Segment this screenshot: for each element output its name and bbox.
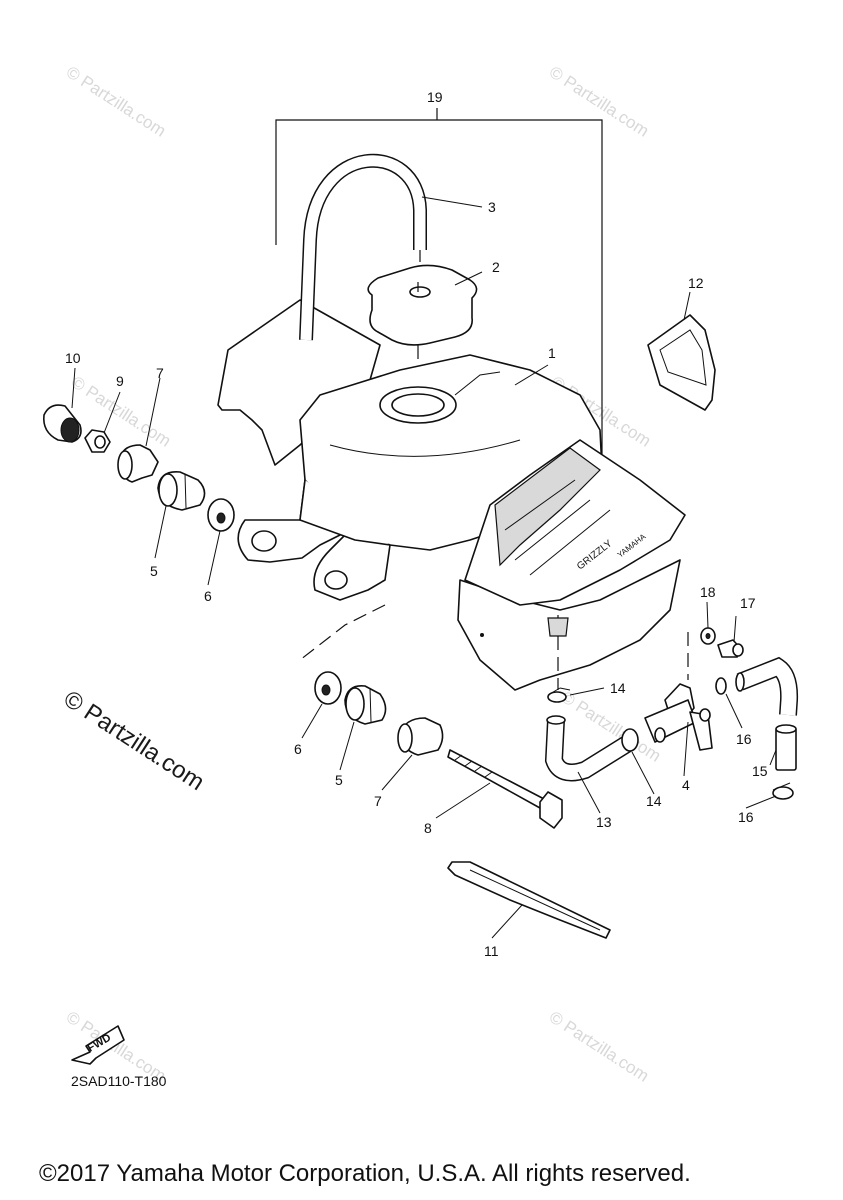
callout-9: 9	[116, 373, 124, 389]
callout-15: 15	[752, 763, 768, 779]
callout-6: 6	[204, 588, 212, 604]
bolt-8	[447, 749, 563, 829]
clip-16a	[715, 677, 727, 695]
diagram-code: 2SAD110-T180	[71, 1073, 167, 1089]
callout-4: 4	[682, 777, 690, 793]
nut-9	[84, 429, 111, 453]
callout-16: 16	[736, 731, 752, 747]
callout-11: 11	[484, 943, 499, 959]
callout-18: 18	[700, 584, 716, 600]
callout-14: 14	[610, 680, 626, 696]
callout-2: 2	[492, 259, 500, 275]
callout-10: 10	[65, 350, 81, 366]
cap-10	[42, 404, 82, 443]
pad-11	[447, 861, 611, 939]
callout-7: 7	[156, 365, 164, 381]
callout-5: 5	[335, 772, 343, 788]
washer-6a	[207, 498, 235, 532]
breather-hose-inner	[300, 155, 426, 341]
washer-18	[700, 627, 716, 645]
damper-5a	[157, 471, 206, 511]
callout-12: 12	[688, 275, 704, 291]
callout-3: 3	[488, 199, 496, 215]
callout-6: 6	[294, 741, 302, 757]
copyright-notice: ©2017 Yamaha Motor Corporation, U.S.A. A…	[39, 1160, 691, 1187]
callout-19: 19	[427, 89, 443, 105]
callout-1: 1	[548, 345, 556, 361]
tank-cover-shape	[217, 299, 381, 466]
assembly-bracket-19	[275, 108, 603, 510]
collar-7b	[397, 717, 444, 756]
callouts: 19 3 2 12 1 10 7 9 5 6 18 17 14 16 15 6 …	[65, 89, 768, 959]
clip-16b	[772, 782, 794, 800]
clip-14b	[621, 728, 639, 752]
mount-reference-line	[299, 604, 386, 661]
damper-5b	[344, 684, 387, 725]
screw-17	[717, 639, 744, 658]
fuel-cap	[367, 264, 478, 390]
leader-lines	[71, 196, 777, 939]
watermark-large: © Partzilla.com	[59, 685, 209, 796]
callout-16: 16	[738, 809, 754, 825]
callout-7: 7	[374, 793, 382, 809]
tank-outlet-fitting	[547, 617, 569, 637]
callout-17: 17	[740, 595, 756, 611]
fuel-cock-4	[644, 632, 713, 751]
washer-6b	[314, 671, 342, 705]
watermark: © Partzilla.com	[63, 62, 169, 140]
tank-decal: GRIZZLY YAMAHA	[464, 439, 686, 606]
emblem	[647, 314, 716, 411]
callout-13: 13	[596, 814, 612, 830]
callout-14: 14	[646, 793, 662, 809]
callout-5: 5	[150, 563, 158, 579]
hose-upper	[735, 656, 799, 716]
collar-7a	[117, 444, 159, 483]
fuel-hose-13	[544, 715, 635, 782]
watermark: © Partzilla.com	[546, 62, 652, 140]
callout-8: 8	[424, 820, 432, 836]
clip-14a	[547, 687, 571, 703]
hose-15	[775, 724, 797, 771]
watermark: © Partzilla.com	[546, 1007, 652, 1085]
